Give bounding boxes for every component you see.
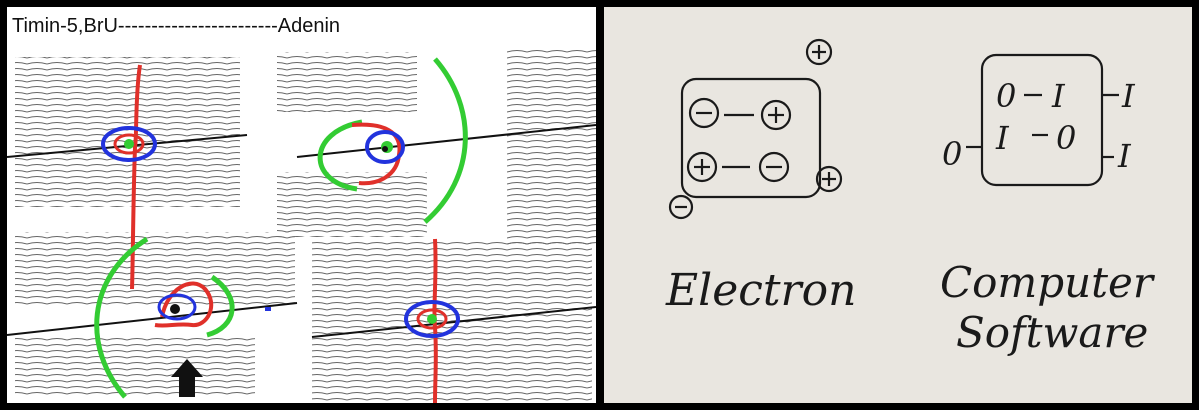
software-outer-right-1: I	[1121, 77, 1136, 115]
coil-top-right-left	[277, 52, 427, 237]
axis-line-3	[7, 302, 298, 336]
software-label-line1: Computer	[940, 258, 1156, 307]
sketch-svg: 0 I I 0 I I 0 Electron Computer Software	[665, 38, 1156, 357]
coil-top-right-right	[507, 47, 596, 247]
coil-top-left	[15, 57, 240, 207]
software-diagram	[966, 53, 1119, 187]
software-row1-right: I	[1051, 77, 1066, 115]
software-label-line2: Software	[956, 308, 1148, 357]
field-top-right	[317, 57, 468, 224]
electron-diagram	[668, 38, 843, 220]
right-sketch-panel: 0 I I 0 I I 0 Electron Computer Software	[604, 7, 1192, 403]
software-row2-right: 0	[1056, 119, 1076, 157]
electron-label: Electron	[665, 265, 856, 316]
coil-bottom-left	[15, 232, 295, 397]
figure-caption: Timin-5,BrU------------------------Adeni…	[12, 15, 341, 37]
axis-line-4	[311, 306, 596, 338]
field-top-left	[101, 64, 157, 290]
software-digits: 0 I I 0 I I 0	[942, 77, 1136, 175]
software-outer-left: 0	[942, 135, 962, 173]
software-row2-left: I	[995, 119, 1010, 157]
field-bottom-right	[404, 238, 460, 403]
axis-line-2	[296, 124, 596, 158]
field-plot-svg	[7, 47, 596, 403]
field-bottom-left	[94, 236, 271, 399]
software-outer-right-2: I	[1117, 137, 1132, 175]
software-row1-left: 0	[996, 77, 1016, 115]
left-figure-panel: Timin-5,BrU------------------------Adeni…	[7, 7, 596, 403]
